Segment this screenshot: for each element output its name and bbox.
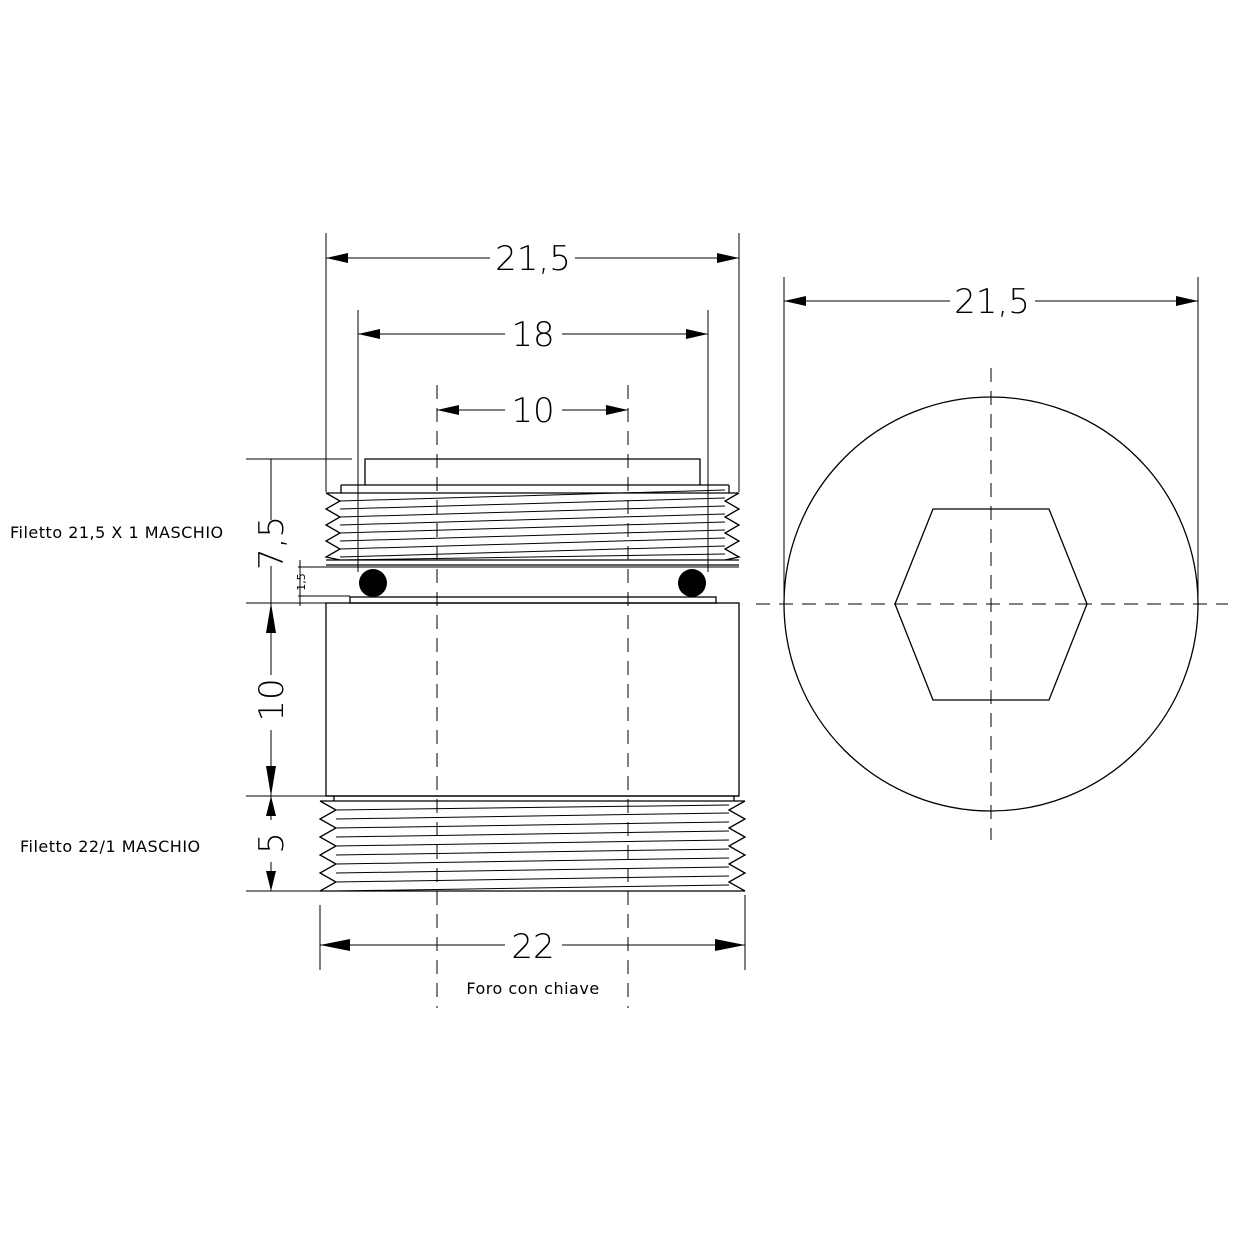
dim-side-diameter: 21,5	[954, 282, 1030, 322]
dim-front-width: 21,5	[495, 239, 571, 279]
arrow-right	[717, 253, 739, 263]
bottom-thread-note: Filetto 22/1 MASCHIO	[20, 837, 201, 856]
dim-bottom-height: 5	[252, 832, 292, 854]
top-thread-note: Filetto 21,5 X 1 MASCHIO	[10, 523, 224, 542]
oring-seat	[349, 596, 717, 604]
dim-top-height: 7,5	[252, 516, 292, 570]
arrow-right	[686, 329, 708, 339]
arrow-left	[437, 405, 459, 415]
arrow-up	[266, 603, 276, 633]
arrow-down	[266, 871, 276, 891]
arrow-right	[1176, 296, 1198, 306]
oring-right	[678, 569, 706, 597]
bottom-thread	[318, 796, 747, 892]
arrow-left	[320, 939, 350, 951]
arrow-left	[784, 296, 806, 306]
main-body	[325, 602, 740, 797]
dim-oring-width: 18	[511, 315, 554, 355]
arrow-right	[715, 939, 745, 951]
arrow-left	[326, 253, 348, 263]
arrow-right	[606, 405, 628, 415]
top-thread	[324, 484, 741, 566]
arrow-left	[358, 329, 380, 339]
key-hole-note: Foro con chiave	[466, 979, 599, 998]
dim-body-height: 10	[252, 678, 292, 721]
dim-oring-gap: 1,5	[295, 573, 308, 591]
oring-left	[359, 569, 387, 597]
arrow-down	[266, 766, 276, 796]
top-cap	[364, 458, 701, 485]
dim-bottom-width: 22	[511, 927, 554, 967]
dim-key-width: 10	[511, 391, 554, 431]
arrow-up	[266, 796, 276, 816]
